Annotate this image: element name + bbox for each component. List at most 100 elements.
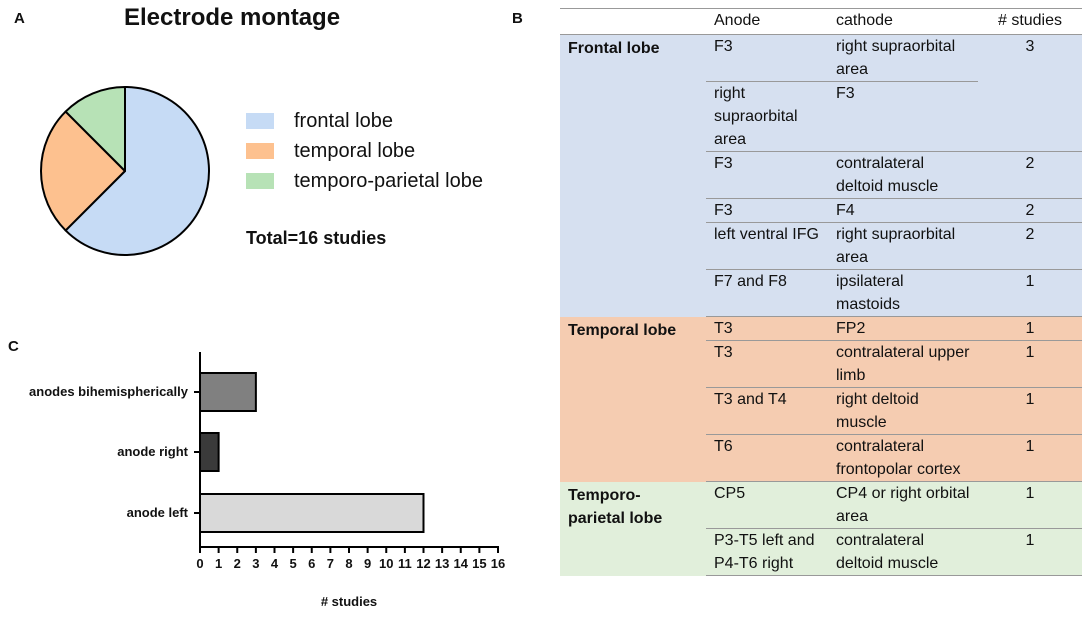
cell-anode: left ventral IFG	[706, 222, 828, 270]
pie-slice-temporal	[40, 110, 126, 232]
y-tick-label: anode left	[127, 505, 189, 520]
panel-letter-b: B	[512, 10, 523, 27]
table-row: right supraorbital area F3	[560, 81, 1082, 152]
cell-studies: 2	[978, 198, 1082, 223]
x-tick-label: 7	[327, 556, 334, 571]
cell-anode: F7 and F8	[706, 269, 828, 317]
pie-legend: frontal lobe temporal lobe temporo-parie…	[246, 106, 483, 196]
cell-cathode: FP2	[828, 316, 978, 341]
table-row: F3 F4 2	[560, 198, 1082, 223]
x-tick-label: 3	[252, 556, 259, 571]
pie-chart-title: Electrode montage	[124, 4, 341, 31]
x-tick-label: 16	[491, 556, 505, 571]
cell-anode: CP5	[706, 481, 828, 529]
cell-cathode: contralateral upper limb	[828, 340, 978, 388]
cell-studies: 1	[978, 269, 1082, 317]
group-label-line: Temporo-	[568, 486, 641, 504]
table-header-studies: # studies	[978, 8, 1082, 35]
x-tick-label: 11	[398, 556, 412, 571]
legend-label-temporal: temporal lobe	[294, 139, 416, 162]
cell-studies: 1	[978, 340, 1082, 388]
group-label-temporo-parietal: Temporo-parietal lobe	[560, 481, 706, 576]
x-tick-label: 4	[271, 556, 279, 571]
cell-studies: 1	[978, 528, 1082, 576]
table-row: Temporal lobe T3 FP2 1	[560, 316, 1082, 482]
cell-studies: 1	[978, 387, 1082, 435]
table-row: Temporo-parietal lobe CP5 CP4 or right o…	[560, 481, 1082, 576]
cell-cathode: contralateral deltoid muscle	[828, 528, 978, 576]
legend-swatch-frontal	[246, 113, 274, 129]
legend-label-temporo-parietal: temporo-parietal lobe	[294, 169, 483, 192]
cell-studies: 3	[978, 34, 1082, 152]
electrode-table: Anode cathode # studies Frontal lobe F3 …	[560, 8, 1082, 576]
x-tick-label: 6	[308, 556, 315, 571]
table-row: Frontal lobe F3 right supraorbital area …	[560, 34, 1082, 317]
x-tick-label: 2	[234, 556, 241, 571]
cell-anode: T3	[706, 316, 828, 341]
x-tick-label: 14	[454, 556, 469, 571]
table-row: left ventral IFG right supraorbital area…	[560, 222, 1082, 270]
x-tick-label: 10	[379, 556, 393, 571]
x-tick-label: 15	[472, 556, 486, 571]
table-header-row: Anode cathode # studies	[560, 8, 1082, 35]
y-tick-label: anode right	[117, 444, 188, 459]
table-header-anode: Anode	[706, 8, 828, 35]
pie-slice-frontal	[64, 86, 210, 256]
legend-label-frontal: frontal lobe	[294, 109, 393, 132]
y-tick-label: anodes bihemispherically	[29, 384, 189, 399]
group-label-frontal: Frontal lobe	[560, 34, 706, 317]
panel-letter-a: A	[14, 10, 25, 27]
cell-anode: T6	[706, 434, 828, 482]
x-tick-label: 9	[364, 556, 371, 571]
cell-anode: F3	[706, 151, 828, 199]
cell-studies: 2	[978, 222, 1082, 270]
legend-swatch-temporo-parietal	[246, 173, 274, 189]
cell-cathode: right supraorbital area	[828, 222, 978, 270]
table-row: T3 contralateral upper limb 1	[560, 340, 1082, 388]
cell-studies: 2	[978, 151, 1082, 199]
x-tick-label: 0	[196, 556, 203, 571]
legend-item-temporo-parietal: temporo-parietal lobe	[246, 166, 483, 196]
group-label-line: parietal lobe	[568, 509, 663, 527]
pie-chart	[40, 86, 210, 256]
table-row: F7 and F8 ipsilateral mastoids 1	[560, 269, 1082, 317]
bar-anode-right	[199, 432, 220, 472]
x-axis-label: # studies	[321, 594, 377, 609]
x-tick-label: 5	[290, 556, 297, 571]
x-tick-label: 8	[345, 556, 352, 571]
table-header-empty	[560, 8, 706, 35]
cell-cathode: contralateral deltoid muscle	[828, 151, 978, 199]
table-header-cathode: cathode	[828, 8, 978, 35]
cell-anode: F3	[706, 198, 828, 223]
cell-cathode: ipsilateral mastoids	[828, 269, 978, 317]
cell-anode: right supraorbital area	[706, 81, 828, 152]
cell-anode: F3	[706, 34, 828, 82]
legend-item-temporal: temporal lobe	[246, 136, 483, 166]
bar-anodes-bihemispherically	[199, 372, 257, 412]
table-row: P3-T5 left and P4-T6 right contralateral…	[560, 528, 1082, 576]
cell-cathode: right deltoid muscle	[828, 387, 978, 435]
x-tick-label: 13	[435, 556, 449, 571]
table-row: T6 contralateral frontopolar cortex 1	[560, 434, 1082, 482]
x-tick-label: 12	[416, 556, 430, 571]
cell-anode: T3 and T4	[706, 387, 828, 435]
group-label-temporal: Temporal lobe	[560, 316, 706, 482]
cell-studies: 1	[978, 481, 1082, 529]
cell-cathode: right supraorbital area	[828, 34, 978, 82]
table-row: F3 contralateral deltoid muscle 2	[560, 151, 1082, 199]
cell-studies: 1	[978, 316, 1082, 341]
legend-swatch-temporal	[246, 143, 274, 159]
legend-item-frontal: frontal lobe	[246, 106, 483, 136]
pie-slice-temporo-parietal	[64, 86, 126, 172]
pie-total-label: Total=16 studies	[246, 228, 387, 248]
panel-letter-c: C	[8, 338, 19, 355]
bar-chart: anodes bihemispherically anode right anode…	[29, 352, 505, 609]
cell-cathode: F3	[828, 81, 978, 152]
cell-cathode: F4	[828, 198, 978, 223]
bar-anode-left	[199, 493, 425, 533]
table-row: T3 and T4 right deltoid muscle 1	[560, 387, 1082, 435]
cell-cathode: CP4 or right orbital area	[828, 481, 978, 529]
cell-cathode: contralateral frontopolar cortex	[828, 434, 978, 482]
cell-studies: 1	[978, 434, 1082, 482]
x-tick-label: 1	[215, 556, 222, 571]
